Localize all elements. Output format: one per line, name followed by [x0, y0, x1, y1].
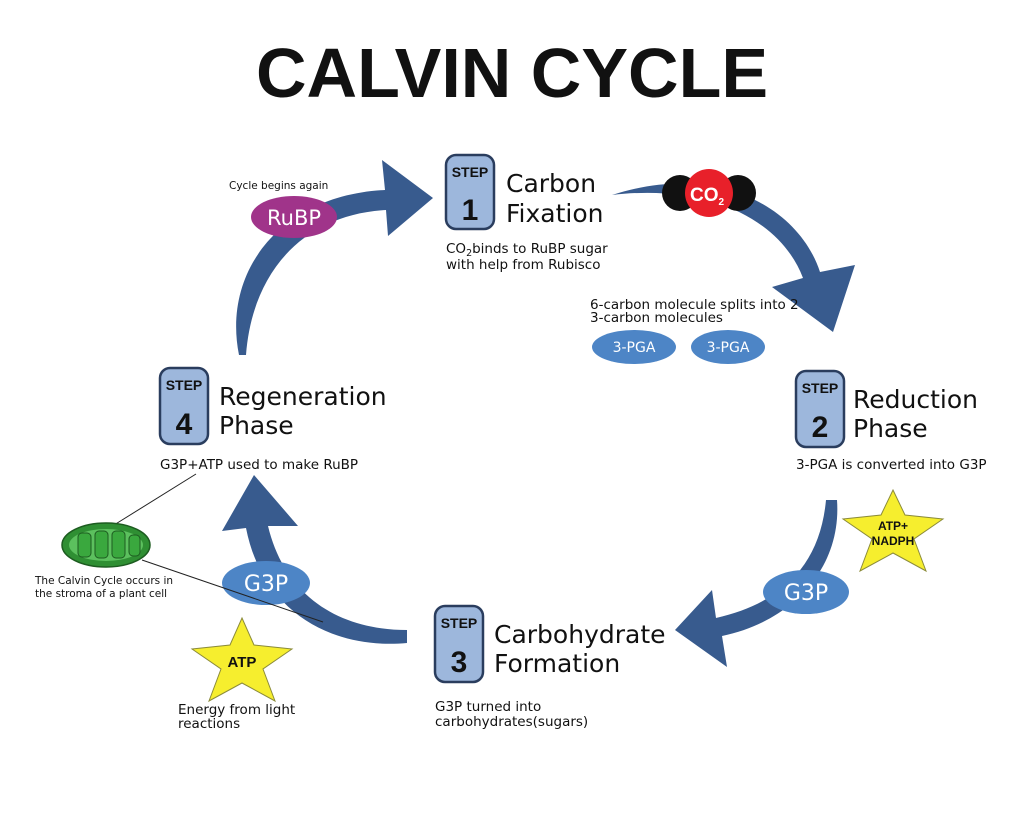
- step-2-box: [794, 369, 846, 449]
- step-3: STEP 3 Carbohydrate Formation G3P turned…: [433, 604, 666, 730]
- step-3-box: [433, 604, 485, 684]
- step-4-number: 4: [176, 408, 193, 441]
- chloroplast-pointer-top: [105, 473, 197, 531]
- step-4-description: G3P+ATP used to make RuBP: [160, 457, 358, 473]
- step-4-label: STEP: [166, 377, 203, 393]
- step-1-label: STEP: [452, 164, 489, 180]
- atp-nadph-star: ATP+ NADPH: [841, 488, 945, 573]
- atp-nadph-line1: ATP+: [878, 519, 908, 533]
- rubp-oval: [251, 196, 337, 238]
- carbon-atom: [685, 169, 733, 217]
- step-1-title-line1: Carbon: [506, 169, 596, 198]
- step-3-title-line2: Formation: [494, 649, 620, 678]
- atp-nadph-line2: NADPH: [872, 534, 915, 548]
- step-1-description-line1: CO2binds to RuBP sugar: [446, 241, 608, 259]
- step-1-box: [444, 153, 496, 231]
- pga-label-left: 3-PGA: [613, 340, 656, 356]
- chloroplast-note-line2: the stroma of a plant cell: [35, 588, 167, 600]
- split-text-line2: 3-carbon molecules: [590, 310, 723, 326]
- step-3-description-line1: G3P turned into: [435, 699, 541, 715]
- step-3-title-line1: Carbohydrate: [494, 620, 666, 649]
- arrow-step1-to-step2: [612, 183, 855, 332]
- step-2-title-line1: Reduction: [853, 385, 978, 414]
- step-3-number: 3: [451, 646, 468, 679]
- thylakoid-stack-2: [94, 530, 109, 559]
- cycle-begins-note: Cycle begins again: [229, 180, 328, 192]
- chloroplast: [61, 522, 151, 568]
- arrow-step3-to-step4: [222, 475, 407, 644]
- step-1: STEP 1 Carbon Fixation CO2binds to RuBP …: [444, 153, 608, 273]
- step-4: STEP 4 Regeneration Phase G3P+ATP used t…: [158, 366, 387, 473]
- step-1-description-line2: with help from Rubisco: [446, 257, 600, 273]
- arrow-step4-to-step1: [236, 160, 433, 355]
- chloroplast-note-line1: The Calvin Cycle occurs in: [34, 575, 173, 587]
- thylakoid-stack-3: [111, 530, 126, 559]
- chloroplast-pointer-bottom: [141, 559, 324, 623]
- thylakoid-stack-4: [128, 534, 141, 557]
- atp-nadph-star-shape: [841, 488, 945, 573]
- step-2-description: 3-PGA is converted into G3P: [796, 457, 987, 473]
- energy-note-line1: Energy from light: [178, 702, 295, 718]
- atp-label: ATP: [228, 654, 257, 671]
- g3p-oval-left: [222, 561, 310, 605]
- thylakoid-stack-1: [77, 532, 92, 558]
- split-text-line1: 6-carbon molecule splits into 2: [590, 297, 799, 313]
- step-4-title-line2: Phase: [219, 411, 294, 440]
- co2-molecule: CO2: [662, 169, 756, 217]
- step-1-number: 1: [462, 194, 479, 227]
- step-3-description-line2: carbohydrates(sugars): [435, 714, 588, 730]
- step-2: STEP 2 Reduction Phase 3-PGA is converte…: [794, 369, 987, 473]
- pga-label-right: 3-PGA: [707, 340, 750, 356]
- atp-star-shape: [190, 616, 294, 703]
- page-title: CALVIN CYCLE: [256, 34, 768, 112]
- g3p-label-left: G3P: [244, 572, 288, 597]
- g3p-oval-right: [763, 570, 849, 614]
- energy-note-line2: reactions: [178, 716, 240, 732]
- step-1-title-line2: Fixation: [506, 199, 604, 228]
- step-2-title-line2: Phase: [853, 414, 928, 443]
- step-2-number: 2: [812, 411, 829, 444]
- step-4-title-line1: Regeneration: [219, 382, 387, 411]
- arrow-step2-to-step3: [675, 500, 838, 667]
- step-3-label: STEP: [441, 615, 478, 631]
- step-4-box: [158, 366, 210, 446]
- step-2-label: STEP: [802, 380, 839, 396]
- pga-oval-right: [691, 330, 765, 364]
- pga-oval-left: [592, 330, 676, 364]
- g3p-label-right: G3P: [784, 581, 828, 606]
- co2-label: CO2: [690, 185, 725, 208]
- atp-star: ATP: [190, 616, 294, 703]
- rubp-label: RuBP: [267, 206, 321, 230]
